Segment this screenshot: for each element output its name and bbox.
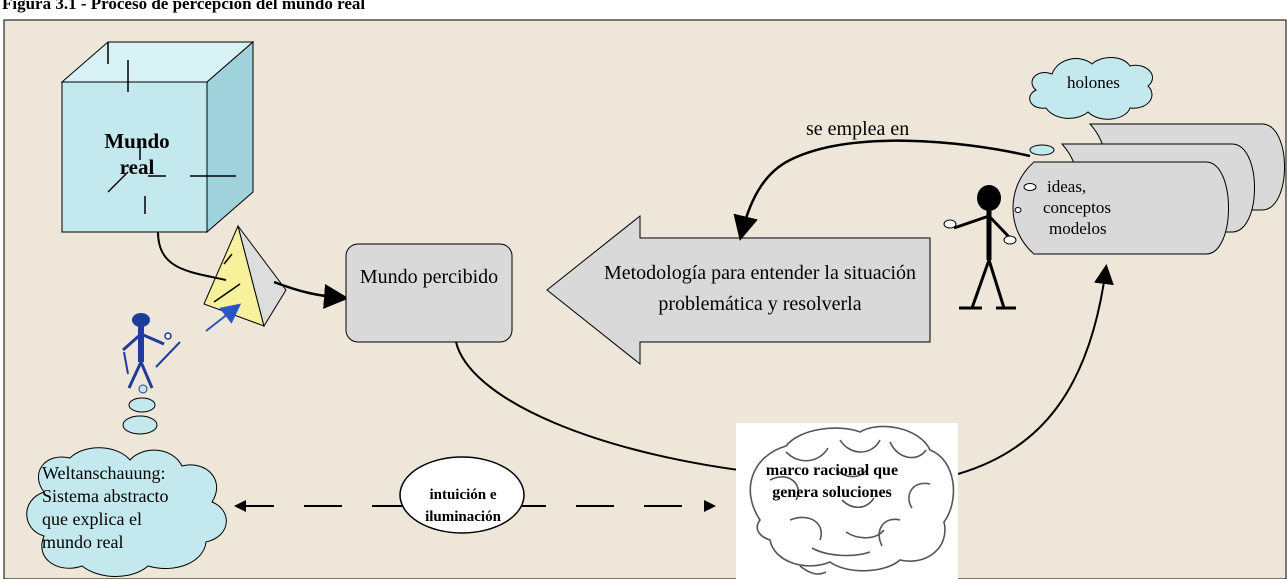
ideas-line-2: conceptos <box>1043 198 1111 217</box>
weltanschauung-line-4: mundo real <box>42 532 124 552</box>
se-emplea-label: se emplea en <box>806 118 910 140</box>
holones-cloud <box>1029 57 1153 120</box>
dashed-arrow-left-head <box>234 500 246 512</box>
perception-pyramid <box>203 224 287 328</box>
dashed-arrow-right-head <box>704 500 716 512</box>
thinker-figure <box>943 185 1017 310</box>
intuicion-label: intuición e iluminación <box>425 487 501 525</box>
holones-bubble <box>1029 144 1055 156</box>
sight-arrow <box>205 303 242 332</box>
pyramid-to-percibido-arrow <box>273 280 349 309</box>
se-emplea-arrow <box>733 139 1031 241</box>
brain-image <box>736 423 958 579</box>
observer-figure <box>122 313 181 394</box>
mundo-real-cube <box>60 40 255 234</box>
intuicion-ellipse <box>399 456 525 534</box>
weltanschauung-line-1: Weltanschauung: <box>42 463 166 483</box>
figure-caption: Figura 3.1 - Proceso de percepción del m… <box>2 0 366 13</box>
ideas-line-3: modelos <box>1049 219 1107 238</box>
brain-to-ideas-arrow <box>957 264 1114 475</box>
ideas-scroll-stack <box>1012 123 1285 255</box>
marco-racional-label: marco racional que genera soluciones <box>765 462 899 501</box>
metodologia-label: Metodología para entender la situación p… <box>603 262 917 315</box>
weltanschauung-line-3: que explica el <box>42 509 142 529</box>
thought-bubbles-left <box>122 397 158 435</box>
ideas-line-1: ideas, <box>1047 177 1087 196</box>
mundo-percibido-label: Mundo percibido <box>359 266 499 288</box>
percibido-to-brain-arrow <box>455 341 773 475</box>
ideas-label: ideas, conceptos modelos <box>1043 176 1111 239</box>
weltanschauung-label: Weltanschauung: Sistema abstracto que ex… <box>42 462 168 554</box>
metodologia-arrow-shape <box>546 214 931 366</box>
weltanschauung-cloud <box>26 447 227 577</box>
ideas-scroll-bubbles <box>1014 183 1037 213</box>
holones-label: holones <box>1067 73 1120 92</box>
weltanschauung-line-2: Sistema abstracto <box>42 486 169 506</box>
mundo-real-label: Mundo real <box>104 129 170 179</box>
cube-to-percibido-arrow <box>157 231 227 281</box>
mundo-percibido-box <box>345 243 513 343</box>
